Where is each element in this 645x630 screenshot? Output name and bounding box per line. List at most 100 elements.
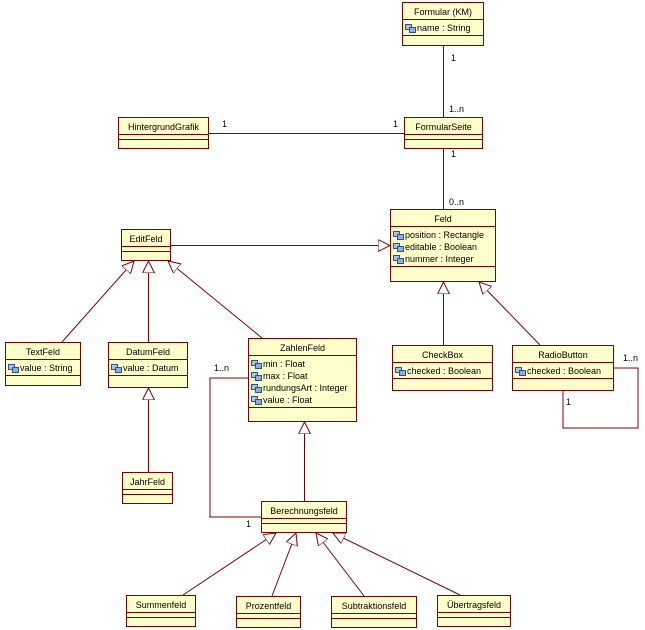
operation-compartment — [237, 619, 300, 624]
class-prozentfeld[interactable]: Prozentfeld — [236, 596, 301, 628]
operation-compartment — [6, 376, 80, 381]
attribute-item: position : Rectangle — [393, 229, 493, 241]
class-name: ZahlenFeld — [249, 339, 356, 356]
operation-compartment — [122, 252, 170, 257]
gen-subtraktionsfeld-berechnungsfeld — [316, 533, 365, 597]
attribute-icon — [395, 366, 406, 376]
operation-compartment — [513, 379, 613, 384]
attribute-text: checked : Boolean — [407, 366, 482, 376]
attribute-list: value : String — [6, 360, 80, 376]
class-uebertragsfeld[interactable]: Übertragsfeld — [437, 595, 511, 627]
attribute-list — [332, 614, 416, 619]
attribute-icon — [393, 254, 404, 264]
operation-compartment — [332, 619, 416, 624]
attribute-list — [123, 490, 172, 495]
attribute-item: nummer : Integer — [393, 253, 493, 265]
attribute-item: editable : Boolean — [393, 241, 493, 253]
attribute-icon — [8, 363, 19, 373]
operation-compartment — [109, 376, 187, 381]
attribute-list: min : Float max : Float rundungsArt : In… — [249, 356, 356, 408]
class-name: FormularSeite — [405, 118, 482, 135]
multiplicity-label: 1 — [451, 53, 457, 63]
class-radiobutton[interactable]: RadioButton checked : Boolean — [512, 345, 614, 391]
attribute-icon — [515, 366, 526, 376]
operation-compartment — [391, 267, 495, 272]
attribute-list — [262, 519, 346, 524]
multiplicity-label: 1 — [451, 149, 457, 159]
class-feld[interactable]: Feld position : Rectangle editable : Boo… — [390, 209, 496, 282]
attribute-list: checked : Boolean — [513, 363, 613, 379]
class-name: Feld — [391, 210, 495, 227]
attribute-icon — [393, 230, 404, 240]
attribute-text: name : String — [417, 23, 471, 33]
attribute-text: position : Rectangle — [405, 230, 485, 240]
class-datumfeld[interactable]: DatumFeld value : Datum — [108, 342, 188, 388]
multiplicity-label: 1 — [393, 119, 399, 129]
operation-compartment — [438, 618, 510, 623]
assoc-berechnungsfeld-zahlenfeld — [209, 377, 261, 518]
gen-summenfeld-berechnungsfeld — [182, 533, 276, 596]
attribute-list — [122, 247, 170, 252]
operation-compartment — [119, 140, 208, 145]
class-formularseite[interactable]: FormularSeite — [404, 117, 483, 149]
attribute-icon — [251, 395, 262, 405]
attribute-text: value : Float — [263, 395, 313, 405]
attribute-list: position : Rectangle editable : Boolean … — [391, 227, 495, 267]
operation-compartment — [123, 495, 172, 500]
operation-compartment — [405, 140, 482, 145]
class-checkbox[interactable]: CheckBox checked : Boolean — [392, 345, 493, 391]
operation-compartment — [249, 408, 356, 413]
attribute-list — [438, 613, 510, 618]
attribute-item: value : String — [8, 362, 78, 374]
class-berechnungsfeld[interactable]: Berechnungsfeld — [261, 501, 347, 533]
class-name: HintergrundGrafik — [119, 118, 208, 135]
attribute-icon — [405, 23, 416, 33]
multiplicity-label: 1..n — [623, 353, 639, 363]
class-name: CheckBox — [393, 346, 492, 363]
multiplicity-label: 0..n — [449, 197, 465, 207]
class-subtraktionsfeld[interactable]: Subtraktionsfeld — [331, 596, 417, 628]
gen-uebertragsfeld-berechnungsfeld — [333, 533, 461, 596]
multiplicity-label: 1 — [246, 519, 252, 529]
class-name: RadioButton — [513, 346, 613, 363]
attribute-text: editable : Boolean — [405, 242, 478, 252]
attribute-list: checked : Boolean — [393, 363, 492, 379]
attribute-text: rundungsArt : Integer — [263, 383, 348, 393]
class-name: Subtraktionsfeld — [332, 597, 416, 614]
attribute-icon — [111, 363, 122, 373]
attribute-list — [127, 613, 195, 618]
operation-compartment — [262, 524, 346, 529]
class-editfeld[interactable]: EditFeld — [121, 229, 171, 261]
attribute-item: min : Float — [251, 358, 354, 370]
attribute-text: nummer : Integer — [405, 254, 474, 264]
attribute-icon — [251, 383, 262, 393]
gen-zahlenfeld-editfeld — [168, 261, 263, 339]
assoc-radiobutton-self — [562, 367, 639, 429]
multiplicity-label: 1 — [566, 397, 572, 407]
attribute-item: checked : Boolean — [395, 365, 490, 377]
attribute-text: checked : Boolean — [527, 366, 602, 376]
attribute-list — [119, 135, 208, 140]
class-summenfeld[interactable]: Summenfeld — [126, 595, 196, 627]
class-formular[interactable]: Formular (KM) name : String — [402, 2, 484, 46]
attribute-list: name : String — [403, 20, 483, 36]
class-textfeld[interactable]: TextFeld value : String — [5, 342, 81, 386]
attribute-icon — [251, 371, 262, 381]
attribute-text: max : Float — [263, 371, 308, 381]
gen-textfeld-editfeld — [61, 261, 134, 343]
class-jahrfeld[interactable]: JahrFeld — [122, 472, 173, 504]
class-name: DatumFeld — [109, 343, 187, 360]
attribute-text: min : Float — [263, 359, 306, 369]
class-name: JahrFeld — [123, 473, 172, 490]
class-hintergrundgrafik[interactable]: HintergrundGrafik — [118, 117, 209, 149]
attribute-item: value : Datum — [111, 362, 185, 374]
class-zahlenfeld[interactable]: ZahlenFeld min : Float max : Float rundu… — [248, 338, 357, 422]
multiplicity-label: 1 — [222, 119, 228, 129]
attribute-item: name : String — [405, 22, 481, 34]
attribute-list — [405, 135, 482, 140]
class-name: TextFeld — [6, 343, 80, 360]
operation-compartment — [393, 379, 492, 384]
class-name: Berechnungsfeld — [262, 502, 346, 519]
attribute-item: value : Float — [251, 394, 354, 406]
